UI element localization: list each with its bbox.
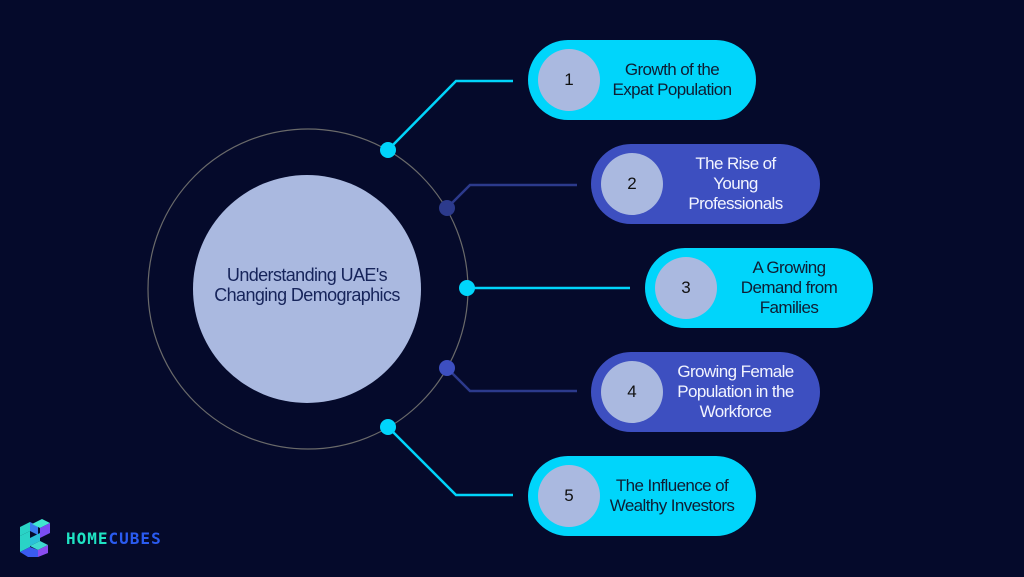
connector-dot-3 <box>459 280 475 296</box>
connector-dot-4 <box>439 360 455 376</box>
item-3-label: A Growing Demand from Families <box>717 258 873 318</box>
connector-line-4 <box>446 367 577 393</box>
item-4-label-line3: Workforce <box>699 402 772 421</box>
item-3-label-line1: A Growing <box>752 258 826 277</box>
item-4-number: 4 <box>601 361 663 423</box>
item-3-label-line3: Families <box>759 298 819 317</box>
homecubes-logo: HOMECUBES <box>16 519 162 557</box>
logo-text-cubes: CUBES <box>108 528 162 548</box>
item-2-pill: 2 The Rise of Young Professionals <box>591 144 820 224</box>
item-3-label-line2: Demand from <box>740 278 838 297</box>
logo-wordmark: HOMECUBES <box>66 529 162 548</box>
item-2-number: 2 <box>601 153 663 215</box>
connector-dot-5 <box>380 419 396 435</box>
item-4-label: Growing Female Population in the Workfor… <box>663 362 820 422</box>
item-3-pill: 3 A Growing Demand from Families <box>645 248 873 328</box>
item-1-pill: 1 Growth of the Expat Population <box>528 40 756 120</box>
item-4-label-line1: Growing Female <box>677 362 794 381</box>
cube-logo-icon <box>20 519 50 557</box>
item-1-label: Growth of the Expat Population <box>600 60 756 100</box>
item-1-label-line2: Expat Population <box>612 80 733 99</box>
connector-line-5 <box>387 426 513 497</box>
item-4-label-line2: Population in the <box>677 382 794 401</box>
item-2-label-line1: The Rise of <box>695 154 776 173</box>
connector-line-2 <box>446 183 577 209</box>
center-title-line2: Changing Demographics <box>214 285 400 305</box>
item-5-label: The Influence of Wealthy Investors <box>600 476 756 516</box>
item-3-number: 3 <box>655 257 717 319</box>
item-2-label-line3: Professionals <box>688 194 783 213</box>
connector-line-1 <box>387 79 513 151</box>
connector-dot-1 <box>380 142 396 158</box>
item-2-label-line2: Young <box>713 174 758 193</box>
item-4-pill: 4 Growing Female Population in the Workf… <box>591 352 820 432</box>
item-1-label-line1: Growth of the <box>624 60 720 79</box>
center-circle <box>193 175 421 403</box>
center-title: Understanding UAE's Changing Demographic… <box>192 265 422 305</box>
item-5-pill: 5 The Influence of Wealthy Investors <box>528 456 756 536</box>
logo-text-home: HOME <box>66 528 109 548</box>
item-2-label: The Rise of Young Professionals <box>663 154 820 214</box>
item-5-number: 5 <box>538 465 600 527</box>
item-1-number: 1 <box>538 49 600 111</box>
connector-dot-2 <box>439 200 455 216</box>
item-5-label-line1: The Influence of <box>615 476 729 495</box>
item-5-label-line2: Wealthy Investors <box>609 496 735 515</box>
center-title-line1: Understanding UAE's <box>226 265 388 285</box>
